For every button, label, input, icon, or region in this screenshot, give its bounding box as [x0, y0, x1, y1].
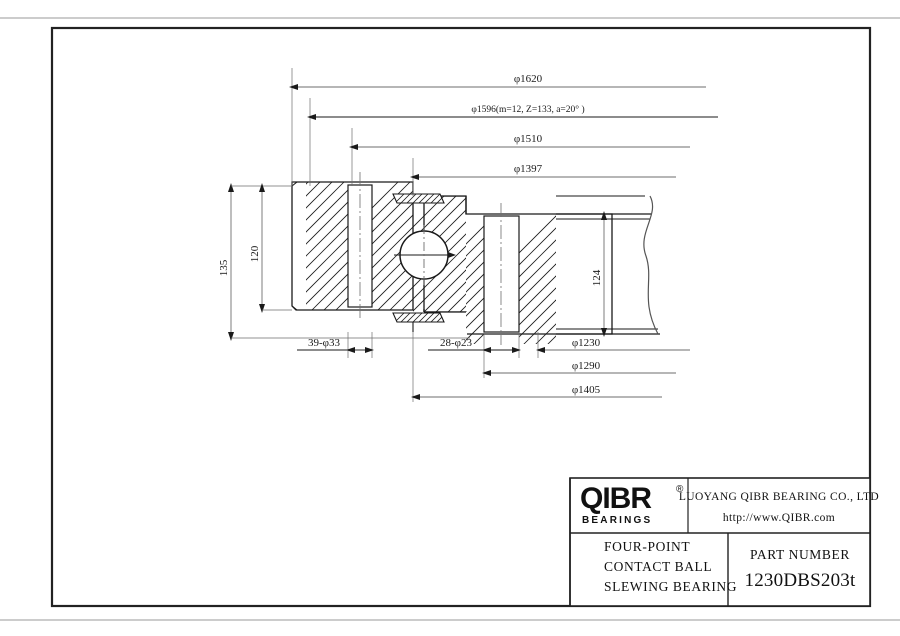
outer-ring-chamfer-top [291, 181, 298, 187]
company-logo-text: QIBR [580, 482, 652, 515]
dim-1230-arrow [536, 347, 545, 353]
dim-39hole-arrow-r [365, 347, 374, 353]
part-number-value: 1230DBS203t [745, 570, 856, 591]
contact-arrow [448, 252, 456, 258]
dim-1405-arrow [411, 394, 420, 400]
dim-1397-arrow [410, 174, 419, 180]
product-type-line1: FOUR-POINT [604, 539, 690, 554]
title-block-frame [569, 477, 871, 607]
dim-120-arrow-bottom [259, 304, 265, 313]
dim-120-arrow-top [259, 183, 265, 192]
vertical-dimensions: 135 120 124 [218, 183, 607, 341]
dim-135-arrow-top [228, 183, 234, 192]
inner-ring-hatch-a [466, 225, 484, 344]
break-line [643, 195, 659, 335]
registered-trademark-icon: ® [676, 484, 684, 495]
drawing-frame [50, 26, 872, 608]
outer-ring-chamfer-bottom [291, 305, 298, 311]
dim-1290-arrow [482, 370, 491, 376]
top-dimensions: φ1620 φ1596(m=12, Z=133, a=20° ) φ1510 φ… [289, 68, 718, 196]
inner-ring-hatch-b [519, 215, 556, 344]
dim-28hole-arrow-r [512, 347, 521, 353]
company-website: http://www.QIBR.com [723, 512, 835, 524]
dim-inner-holes-label: 28-φ23 [440, 337, 473, 349]
dim-outer-bolt-circle-label: φ1510 [514, 133, 543, 145]
dim-outer-holes-label: 39-φ33 [308, 337, 341, 349]
outer-ring-hatch-right [372, 182, 413, 310]
seal-top [392, 193, 445, 204]
seal-bottom [392, 312, 445, 323]
outer-ring-hatch-left [306, 182, 348, 310]
dim-1620-arrow [289, 84, 298, 90]
dim-inner-bolt-circle-label: φ1230 [572, 337, 601, 349]
product-type-line2: CONTACT BALL [604, 559, 712, 574]
bottom-dimensions: 39-φ33 28-φ23 φ1230 φ1290 φ1405 [297, 332, 690, 402]
company-logo-subtext: BEARINGS [582, 515, 652, 526]
dim-1510-arrow [349, 144, 358, 150]
dim-total-height-label: 135 [218, 259, 230, 276]
dim-124-arrow-top [601, 211, 607, 220]
dim-gear-pitch-label: φ1596(m=12, Z=133, a=20° ) [471, 104, 584, 115]
dim-raceway-label: φ1397 [514, 163, 543, 175]
dim-39hole-arrow-l [346, 347, 355, 353]
dim-outer-diameter-label: φ1620 [514, 73, 543, 85]
dim-inner-height-label: 124 [591, 269, 603, 286]
dim-inner-step-label: φ1290 [572, 360, 601, 372]
inner-ring-bolt-hole [483, 215, 520, 333]
dim-124-arrow-bottom [601, 328, 607, 337]
bearing-cross-section [291, 172, 660, 346]
company-name: LUOYANG QIBR BEARING CO., LTD [679, 491, 879, 503]
dim-1596-arrow [307, 114, 316, 120]
mask-upper-inner [413, 182, 467, 196]
dim-inner-outer-diameter-label: φ1405 [572, 384, 601, 396]
title-block: QIBR ® BEARINGS LUOYANG QIBR BEARING CO.… [569, 477, 879, 607]
dim-135-arrow-bottom [228, 332, 234, 341]
dim-28hole-arrow-l [482, 347, 491, 353]
part-number-label: PART NUMBER [750, 547, 850, 562]
dim-outer-height-label: 120 [249, 245, 261, 262]
product-type-line3: SLEWING BEARING [604, 579, 737, 594]
